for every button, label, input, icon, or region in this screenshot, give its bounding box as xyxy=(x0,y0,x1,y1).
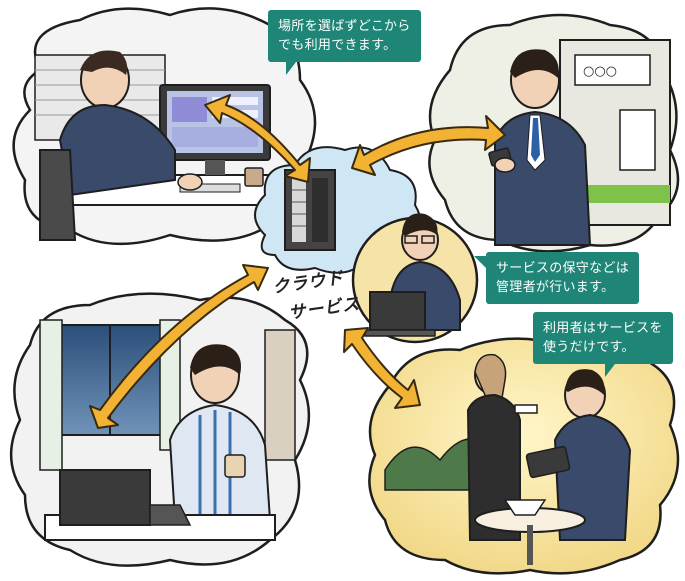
callout-user-only-uses-line2: 使うだけです。 xyxy=(543,340,635,355)
server-icon xyxy=(284,169,336,251)
arrow-station-cloud xyxy=(351,115,506,176)
arrow-home-cloud xyxy=(89,264,269,429)
arrow-cafe-cloud xyxy=(343,327,421,409)
office-worker xyxy=(58,50,203,197)
home-worker xyxy=(168,344,272,521)
home-scene xyxy=(9,292,311,567)
callout-admin-maintenance-line1: サービスの保守などは xyxy=(496,261,630,276)
laptop-icon xyxy=(364,291,436,337)
cafe-user xyxy=(553,369,632,541)
tablet-icon xyxy=(525,445,571,479)
arrow-office-cloud xyxy=(204,94,311,183)
desktop-computer-icon xyxy=(159,84,271,193)
callout-anywhere-access-line1: 場所を選ばずどこから xyxy=(278,19,411,34)
administrator-scene xyxy=(351,213,479,344)
callout-user-only-uses: 利用者はサービスを 使うだけです。 xyxy=(533,312,673,377)
callout-user-only-uses-line1: 利用者はサービスを xyxy=(543,321,663,336)
cafe-scene xyxy=(368,337,680,575)
station-commuter xyxy=(494,49,592,246)
smartphone-icon xyxy=(488,147,516,173)
callout-admin-maintenance-line2: 管理者が行います。 xyxy=(496,280,615,295)
connection-arrows xyxy=(89,94,506,429)
office-scene xyxy=(12,7,317,246)
station-scene: ○○○ xyxy=(428,13,680,253)
laptop-icon xyxy=(59,469,192,526)
svg-text:○○○: ○○○ xyxy=(583,64,617,79)
callout-anywhere-access: 場所を選ばずどこから でも利用できます。 xyxy=(268,10,421,75)
callout-anywhere-access-line2: でも利用できます。 xyxy=(278,38,397,53)
callout-admin-maintenance: サービスの保守などは 管理者が行います。 xyxy=(473,252,640,304)
